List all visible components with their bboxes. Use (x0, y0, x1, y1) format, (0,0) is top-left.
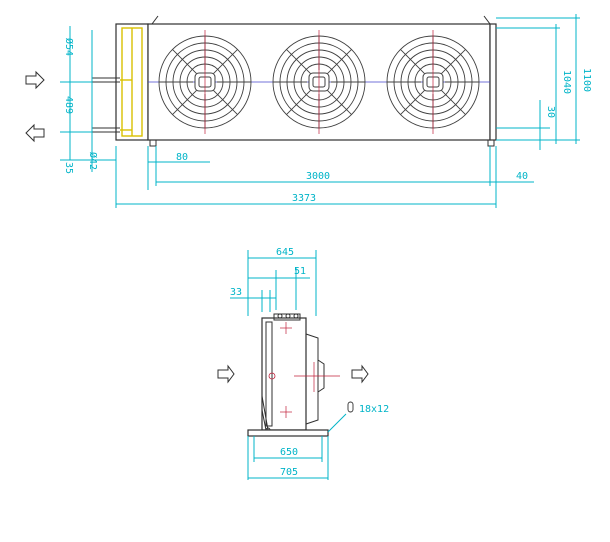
dim-base-outer: 705 (280, 467, 298, 478)
dim-mount-hole: 18x12 (359, 404, 389, 415)
leg-left (149, 139, 157, 147)
side-fan-guard (305, 333, 319, 425)
dim-fan-pitch: 3000 (306, 171, 330, 182)
fan-icon (386, 30, 480, 134)
fan-icon (158, 30, 252, 134)
side-base (247, 429, 329, 437)
inlet-arrow-icon (25, 70, 45, 90)
dim-height-total: 1100 (581, 68, 592, 92)
dim-end-offset: 40 (516, 171, 528, 182)
dim-header-offset: 80 (176, 152, 188, 163)
dim-outlet-pipe: Ø42 (87, 152, 99, 170)
dim-depth-top: 645 (276, 247, 294, 258)
side-view: 645 51 33 18x12 650 705 (217, 247, 389, 480)
fan-group (158, 30, 480, 134)
leg-right (487, 139, 495, 147)
air-in-arrow-icon (217, 364, 235, 384)
dim-pipe-spacing: 489 (63, 96, 74, 114)
dim-inlet-pipe: Ø54 (63, 38, 75, 56)
dim-pipe-bottom: 35 (63, 162, 74, 174)
end-plate (489, 23, 497, 141)
dim-offset-b: 33 (230, 287, 242, 298)
dim-bottom-gap: 30 (545, 106, 556, 118)
dim-total-length: 3373 (292, 193, 316, 204)
dim-base-inner: 650 (280, 447, 298, 458)
side-body (261, 317, 307, 431)
air-out-arrow-icon (351, 364, 369, 384)
fan-icon (272, 30, 366, 134)
front-view: Ø54 489 35 Ø42 1100 1040 30 80 3000 40 3… (25, 14, 592, 208)
dim-height-body: 1040 (561, 70, 572, 94)
slot-hole-icon (347, 401, 354, 413)
dim-offset-a: 51 (294, 266, 306, 277)
outlet-arrow-icon (25, 123, 45, 143)
